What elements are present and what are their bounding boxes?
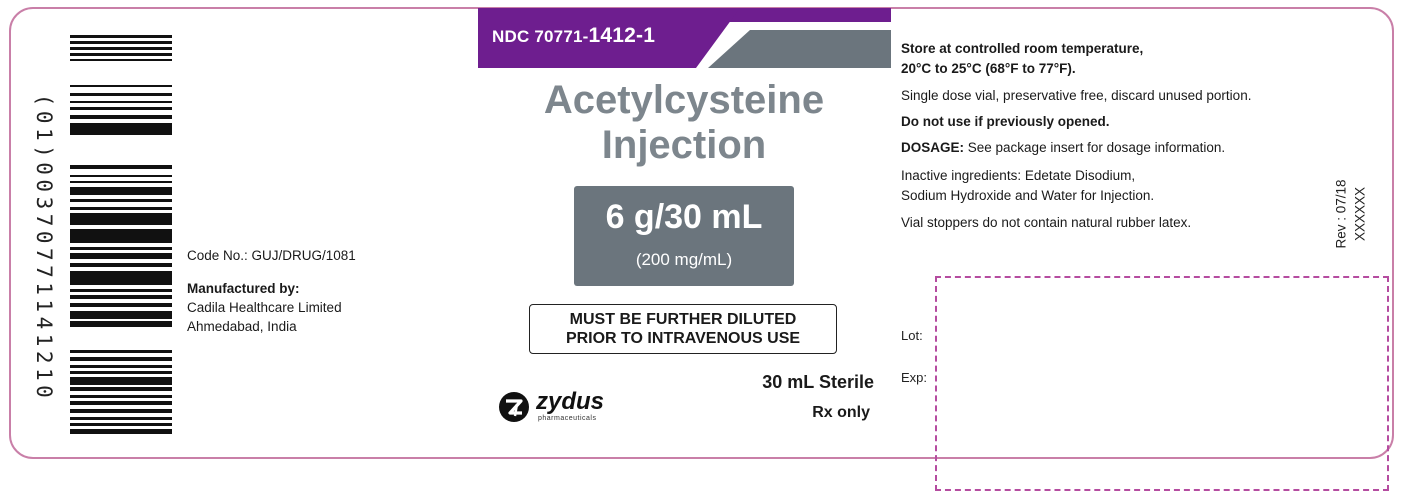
manufacturer-block: Code No.: GUJ/DRUG/1081 Manufactured by:…: [187, 246, 356, 336]
barcode-bar: [70, 165, 172, 169]
barcode-bar: [70, 417, 172, 420]
brand-tagline: pharmaceuticals: [538, 415, 597, 422]
drug-name: Acetylcysteine Injection: [520, 78, 848, 168]
barcode-bar: [70, 295, 172, 299]
barcode-bar: [70, 377, 172, 385]
barcode-bar: [70, 107, 172, 110]
barcode-bar: [70, 93, 172, 96]
brand-name: zydus: [536, 388, 605, 415]
warning-line2: PRIOR TO INTRAVENOUS USE: [565, 330, 801, 347]
manufactured-by-label: Manufactured by:: [187, 281, 300, 296]
volume: 30 mL Sterile: [762, 372, 874, 392]
zydus-logo: zydus pharmaceuticals: [497, 388, 627, 428]
ndc-code: NDC 70771-1412-1: [492, 24, 655, 48]
ndc-suffix: 1412-1: [588, 24, 656, 47]
barcode-bar: [70, 395, 172, 398]
storage-line2: 20°C to 25°C (68°F to 77°F).: [901, 61, 1076, 76]
strength-box: 6 g/30 mL (200 mg/mL): [574, 186, 794, 286]
barcode-bar: [70, 357, 172, 361]
barcode-bar: [70, 303, 172, 307]
barcode-bar: [70, 53, 172, 56]
ndc-banner: NDC 70771-1412-1: [478, 8, 891, 68]
warning-line1: MUST BE FURTHER DILUTED: [569, 311, 797, 328]
barcode-bar: [70, 101, 172, 103]
inactive-line1: Inactive ingredients: Edetate Disodium,: [901, 168, 1136, 183]
barcode-bar: [70, 321, 172, 327]
barcode-bar: [70, 123, 172, 135]
single-dose-text: Single dose vial, preservative free, dis…: [901, 88, 1252, 103]
do-not-use-text: Do not use if previously opened.: [901, 114, 1110, 129]
barcode-bar: [70, 207, 172, 210]
barcode-bar: [70, 289, 172, 292]
rx-only: Rx only: [812, 404, 870, 421]
barcode-bar: [70, 429, 172, 434]
latex-text: Vial stoppers do not contain natural rub…: [901, 215, 1192, 230]
barcode-bar: [70, 85, 172, 87]
lot-exp-print-area: [935, 276, 1389, 491]
barcode-bar: [70, 41, 172, 44]
code-number: Code No.: GUJ/DRUG/1081: [187, 248, 356, 263]
concentration: (200 mg/mL): [635, 250, 733, 269]
dilution-warning: MUST BE FURTHER DILUTED PRIOR TO INTRAVE…: [529, 304, 837, 354]
exp-label: Exp:: [901, 370, 928, 385]
drug-name-line2: Injection: [601, 123, 767, 167]
barcode-bar: [70, 423, 172, 426]
barcode-bar: [70, 253, 172, 259]
barcode-bar: [70, 35, 172, 38]
barcode-bar: [70, 229, 172, 243]
lot-label: Lot:: [901, 328, 923, 343]
barcode-bar: [70, 47, 172, 50]
barcode-bar: [70, 271, 172, 285]
inactive-line2: Sodium Hydroxide and Water for Injection…: [901, 188, 1155, 203]
revision-code: XXXXXX: [1352, 186, 1368, 242]
barcode-bar: [70, 115, 172, 119]
barcode-bar: [70, 59, 172, 61]
barcode-bar: [70, 263, 172, 267]
barcode-bar: [70, 387, 172, 391]
barcode-number: (01)00370771141210: [32, 93, 56, 403]
barcode-bar: [70, 247, 172, 250]
barcode-bar: [70, 401, 172, 405]
dosage-detail: See package insert for dosage informatio…: [964, 140, 1226, 155]
barcode-bar: [70, 371, 172, 374]
barcode-bar: [70, 213, 172, 225]
drug-name-line1: Acetylcysteine: [543, 78, 825, 122]
barcode-bar: [70, 199, 172, 202]
dosage-label: DOSAGE:: [901, 140, 965, 155]
barcode-bar: [70, 350, 172, 353]
barcode-bar: [70, 311, 172, 319]
zydus-logo-icon: [499, 392, 529, 422]
info-column: Store at controlled room temperature, 20…: [901, 39, 1321, 230]
strength: 6 g/30 mL: [605, 198, 763, 236]
manufacturer-location: Ahmedabad, India: [187, 319, 297, 334]
barcode-bar: [70, 181, 172, 183]
storage-line1: Store at controlled room temperature,: [901, 41, 1144, 56]
barcode: [70, 35, 172, 437]
ndc-banner-graphic: [478, 8, 891, 68]
revision-date: Rev : 07/18: [1333, 179, 1349, 249]
barcode-bar: [70, 187, 172, 195]
barcode-bar: [70, 175, 172, 177]
manufacturer-company: Cadila Healthcare Limited: [187, 300, 342, 315]
barcode-bar: [70, 409, 172, 413]
dosage-text: DOSAGE: See package insert for dosage in…: [901, 140, 1321, 155]
barcode-bar: [70, 365, 172, 368]
ndc-prefix: NDC 70771-: [492, 27, 589, 46]
